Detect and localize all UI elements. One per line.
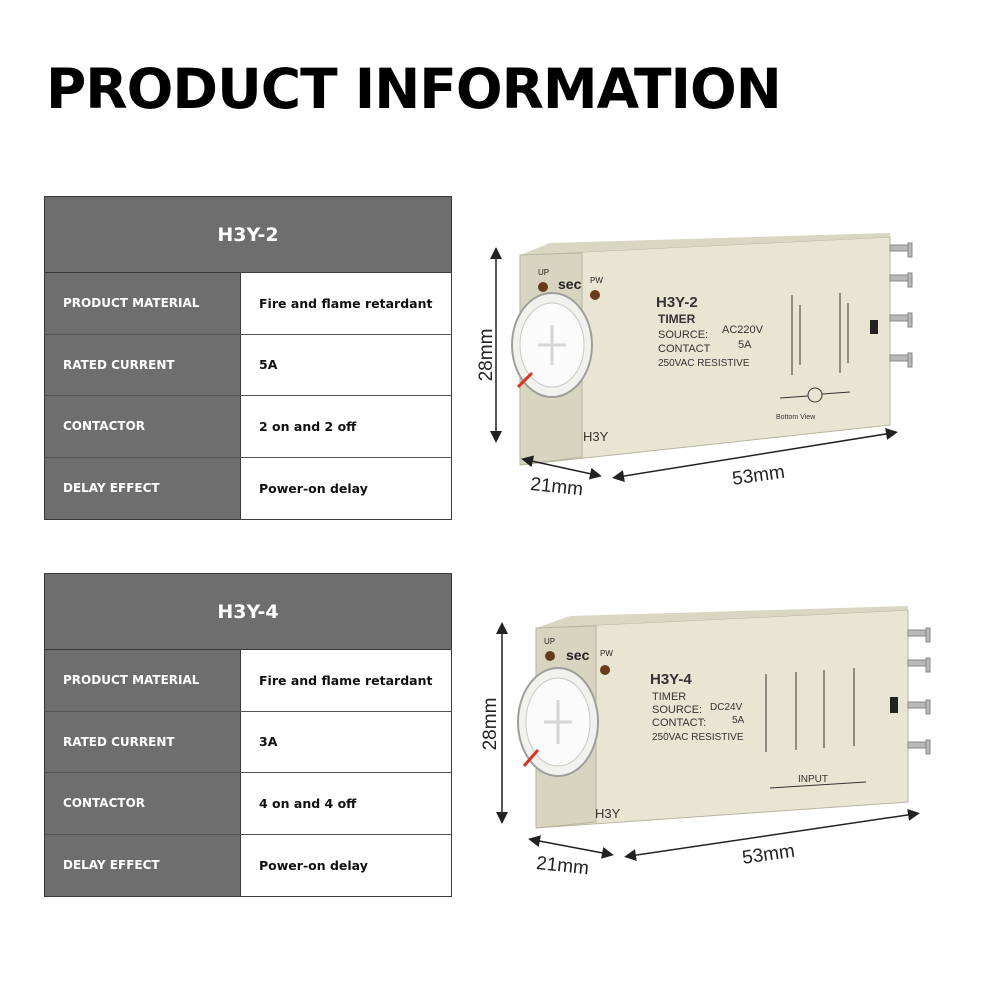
dimension-depth-label: 21mm (529, 474, 584, 500)
table-row: CONTACTOR 2 on and 2 off (45, 396, 451, 458)
brand-label: H3Y (583, 429, 609, 444)
face-contact-value: 5A (738, 339, 752, 351)
wiring-diagram (779, 293, 851, 403)
pw-led (590, 290, 600, 300)
face-resistive: 250VAC RESISTIVE (652, 732, 744, 743)
pw-led (600, 665, 610, 675)
dial-up-label: UP (538, 268, 549, 277)
relay-pins (890, 627, 931, 755)
row-label: CONTACTOR (45, 396, 241, 457)
dimension-width-label: 53mm (731, 462, 786, 490)
wiring-diagram (765, 668, 867, 789)
page-title: PRODUCT INFORMATION (46, 57, 782, 121)
product-image-h3y-4: UP sec PW H3Y-4 TIMER SOURCE: DC24V CONT… (480, 606, 931, 879)
dial-up-label: UP (544, 637, 555, 646)
row-label: DELAY EFFECT (45, 457, 241, 519)
face-contact-label: CONTACT (658, 343, 711, 355)
row-label: CONTACTOR (45, 773, 241, 834)
row-value: Fire and flame retardant (241, 273, 451, 334)
dimension-width-label: 53mm (741, 841, 796, 869)
table-row: DELAY EFFECT Power-on delay (45, 834, 451, 896)
table-row: DELAY EFFECT Power-on delay (45, 457, 451, 519)
dimension-height-label: 28mm (480, 698, 501, 751)
row-label: RATED CURRENT (45, 711, 241, 772)
spec-table-h3y-2: H3Y-2 PRODUCT MATERIAL Fire and flame re… (44, 196, 452, 520)
dimension-depth-label: 21mm (535, 853, 590, 879)
face-contact-value: 5A (732, 715, 745, 726)
dimension-lines (496, 622, 920, 862)
face-source-value: DC24V (710, 702, 743, 713)
row-value: 4 on and 4 off (241, 773, 451, 834)
face-type: TIMER (658, 312, 696, 326)
brand-label: H3Y (595, 806, 621, 821)
spec-table-h3y-4: H3Y-4 PRODUCT MATERIAL Fire and flame re… (44, 573, 452, 897)
row-value: 3A (241, 711, 451, 772)
table-row: PRODUCT MATERIAL Fire and flame retardan… (45, 650, 451, 712)
table-row: PRODUCT MATERIAL Fire and flame retardan… (45, 273, 451, 335)
row-value: 2 on and 2 off (241, 396, 451, 457)
up-led (538, 282, 548, 292)
face-resistive: 250VAC RESISTIVE (658, 358, 750, 369)
face-type: TIMER (652, 691, 686, 703)
input-label: INPUT (798, 774, 828, 785)
face-contact-label: CONTACT: (652, 717, 706, 729)
row-label: PRODUCT MATERIAL (45, 650, 241, 711)
face-source-label: SOURCE: (652, 704, 702, 716)
table-row: RATED CURRENT 3A (45, 711, 451, 773)
timer-dial (517, 667, 599, 777)
up-led (545, 651, 555, 661)
table-row: RATED CURRENT 5A (45, 334, 451, 396)
dial-pw-label: PW (590, 276, 603, 285)
table-header: H3Y-4 (45, 574, 451, 650)
face-model: H3Y-2 (656, 294, 698, 311)
dimension-lines (490, 247, 898, 482)
face-model: H3Y-4 (650, 671, 692, 688)
product-image-h3y-2: UP sec PW H3Y-2 TIMER SOURCE: AC220V CON… (476, 233, 913, 500)
row-label: DELAY EFFECT (45, 834, 241, 896)
face-source-value: AC220V (722, 324, 764, 336)
dimension-height-label: 28mm (476, 329, 497, 382)
bottom-view-note: Bottom View (776, 414, 816, 421)
dial-pointer (522, 749, 540, 767)
row-label: PRODUCT MATERIAL (45, 273, 241, 334)
table-header: H3Y-2 (45, 197, 451, 273)
row-value: Fire and flame retardant (241, 650, 451, 711)
dial-pointer (516, 371, 534, 389)
row-value: 5A (241, 334, 451, 395)
timer-dial (511, 292, 593, 398)
table-row: CONTACTOR 4 on and 4 off (45, 773, 451, 835)
row-label: RATED CURRENT (45, 334, 241, 395)
row-value: Power-on delay (241, 834, 451, 896)
row-value: Power-on delay (241, 457, 451, 519)
relay-pins (870, 242, 913, 368)
dial-pw-label: PW (600, 649, 613, 658)
dial-sec-label: sec (558, 276, 582, 292)
face-source-label: SOURCE: (658, 329, 708, 341)
dial-sec-label: sec (566, 647, 590, 663)
